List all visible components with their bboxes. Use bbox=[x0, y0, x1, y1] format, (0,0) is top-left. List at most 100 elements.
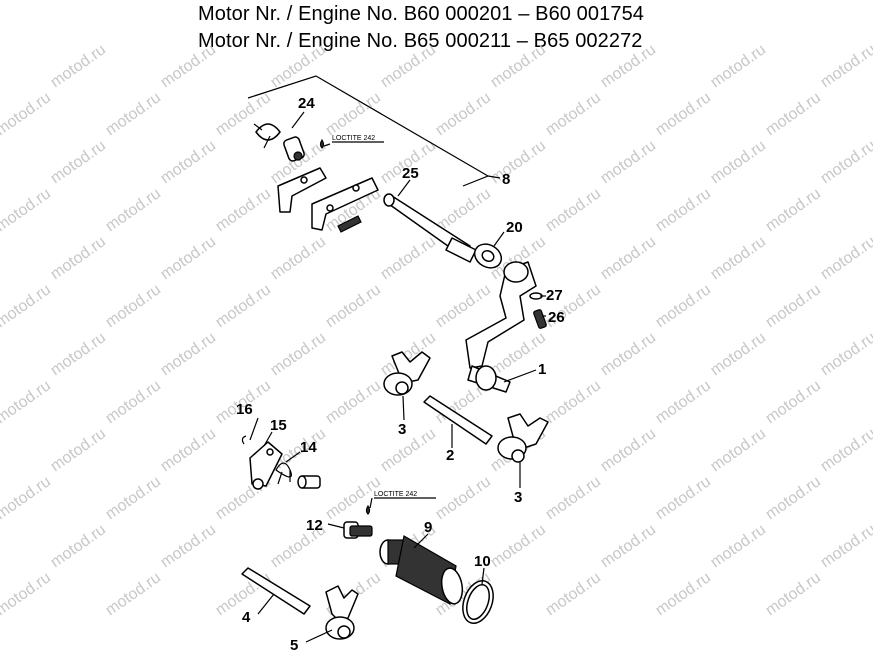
watermark-text: motod.ru bbox=[708, 329, 769, 379]
watermark-text: motod.ru bbox=[103, 473, 164, 523]
part-1-shift-lever bbox=[465, 261, 537, 393]
part-20-bushing bbox=[473, 243, 503, 269]
watermark-text: motod.ru bbox=[433, 89, 494, 139]
callout-20: 20 bbox=[506, 219, 523, 236]
watermark-text: motod.ru bbox=[708, 521, 769, 571]
watermark-text: motod.ru bbox=[598, 425, 659, 475]
callout-25: 25 bbox=[402, 165, 419, 182]
watermark-text: motod.ru bbox=[48, 425, 109, 475]
part-26-screw bbox=[533, 309, 547, 329]
watermark-text: motod.ru bbox=[48, 41, 109, 91]
callout-26: 26 bbox=[548, 309, 565, 326]
watermark-text: motod.ru bbox=[378, 41, 439, 91]
watermark-text: motod.ru bbox=[103, 185, 164, 235]
assembly-bracket-8 bbox=[247, 75, 501, 187]
callout-8: 8 bbox=[502, 171, 510, 188]
watermark-text: motod.ru bbox=[378, 425, 439, 475]
loctite-note-top: LOCTITE 242 bbox=[332, 135, 375, 142]
part-12-bolt bbox=[343, 504, 373, 539]
watermark-text: motod.ru bbox=[323, 377, 384, 427]
watermark-text: motod.ru bbox=[158, 329, 219, 379]
watermark-text: motod.ru bbox=[818, 233, 873, 283]
watermark-text: motod.ru bbox=[268, 329, 329, 379]
callout-5: 5 bbox=[290, 637, 298, 654]
watermark-text: motod.ru bbox=[818, 329, 873, 379]
watermark-text: motod.ru bbox=[543, 377, 604, 427]
watermark-text: motod.ru bbox=[653, 377, 714, 427]
watermark-text: motod.ru bbox=[268, 41, 329, 91]
watermark-text: motod.ru bbox=[653, 185, 714, 235]
watermark-text: motod.ru bbox=[708, 41, 769, 91]
watermark-text: motod.ru bbox=[763, 281, 824, 331]
pin-bolt bbox=[297, 475, 321, 489]
watermark-text: motod.ru bbox=[433, 281, 494, 331]
watermark-text: motod.ru bbox=[708, 137, 769, 187]
watermark-text: motod.ru bbox=[48, 521, 109, 571]
part-25-spring bbox=[337, 215, 362, 233]
watermark-text: motod.ru bbox=[0, 185, 54, 235]
watermark-text: motod.ru bbox=[598, 329, 659, 379]
callout-1: 1 bbox=[538, 361, 546, 378]
watermark-text: motod.ru bbox=[763, 89, 824, 139]
watermark-text: motod.ru bbox=[708, 425, 769, 475]
watermark-text: motod.ru bbox=[433, 473, 494, 523]
part-3-shift-fork-lower bbox=[497, 413, 549, 463]
callout-leaders bbox=[249, 111, 546, 643]
watermark-text: motod.ru bbox=[653, 281, 714, 331]
watermark-text: motod.ru bbox=[653, 569, 714, 619]
part-9-shift-drum bbox=[379, 535, 464, 605]
watermark-text: motod.ru bbox=[763, 185, 824, 235]
watermark-text: motod.ru bbox=[0, 377, 54, 427]
watermark-text: motod.ru bbox=[543, 89, 604, 139]
part-5-shift-fork bbox=[325, 585, 359, 640]
part-15-detent-plate bbox=[249, 441, 283, 490]
callout-15: 15 bbox=[270, 417, 287, 434]
watermark-text: motod.ru bbox=[103, 281, 164, 331]
part-3-shift-fork-upper bbox=[383, 351, 431, 396]
watermark-text: motod.ru bbox=[158, 233, 219, 283]
callout-14: 14 bbox=[300, 439, 317, 456]
watermark-text: motod.ru bbox=[103, 377, 164, 427]
loctite-note-bottom: LOCTITE 242 bbox=[374, 491, 417, 498]
watermark-text: motod.ru bbox=[268, 233, 329, 283]
watermark-text: motod.ru bbox=[543, 473, 604, 523]
watermark-text: motod.ru bbox=[598, 233, 659, 283]
watermark-text: motod.ru bbox=[818, 425, 873, 475]
watermark-text: motod.ru bbox=[213, 281, 274, 331]
watermark-text: motod.ru bbox=[103, 569, 164, 619]
watermark-text: motod.ru bbox=[0, 89, 54, 139]
watermark-text: motod.ru bbox=[598, 521, 659, 571]
watermark-text: motod.ru bbox=[158, 41, 219, 91]
callout-10: 10 bbox=[474, 553, 491, 570]
watermark-text: motod.ru bbox=[378, 233, 439, 283]
engine-range-title-1: Motor Nr. / Engine No. B60 000201 – B60 … bbox=[198, 3, 645, 25]
callout-12: 12 bbox=[306, 517, 323, 534]
shift-plates bbox=[277, 167, 379, 231]
watermark-text: motod.ru bbox=[763, 377, 824, 427]
part-24-spring-bolt bbox=[253, 123, 325, 162]
watermark-text: motod.ru bbox=[0, 473, 54, 523]
watermark-text: motod.ru bbox=[0, 281, 54, 331]
callout-16: 16 bbox=[236, 401, 253, 418]
shift-shaft bbox=[383, 193, 477, 263]
part-10-o-ring bbox=[462, 580, 494, 624]
callout-3-lower: 3 bbox=[514, 489, 522, 506]
callout-9: 9 bbox=[424, 519, 432, 536]
part-4-fork-rod bbox=[241, 567, 311, 615]
watermark-text: motod.ru bbox=[0, 569, 54, 619]
watermark-text: motod.ru bbox=[763, 569, 824, 619]
watermark-text: motod.ru bbox=[488, 521, 549, 571]
watermark-text: motod.ru bbox=[158, 521, 219, 571]
callout-27: 27 bbox=[546, 287, 563, 304]
watermark-text: motod.ru bbox=[818, 137, 873, 187]
watermark-text: motod.ru bbox=[158, 425, 219, 475]
watermark-text: motod.ru bbox=[818, 521, 873, 571]
watermark-text: motod.ru bbox=[598, 41, 659, 91]
watermark-text: motod.ru bbox=[213, 185, 274, 235]
callout-24: 24 bbox=[298, 95, 315, 112]
watermark-text: motod.ru bbox=[488, 41, 549, 91]
watermark-text: motod.ru bbox=[653, 473, 714, 523]
watermark-text: motod.ru bbox=[543, 185, 604, 235]
watermark-text: motod.ru bbox=[158, 137, 219, 187]
